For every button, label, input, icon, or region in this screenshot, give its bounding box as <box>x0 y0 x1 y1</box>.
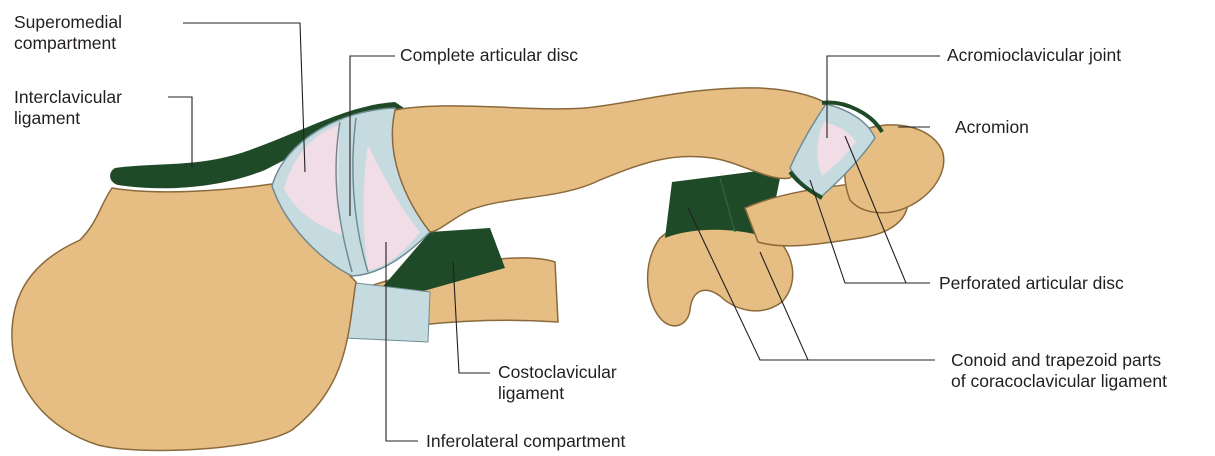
label-acromion: Acromion <box>955 117 1029 138</box>
label-conoid-line1: Conoid and trapezoid parts <box>951 350 1167 371</box>
label-conoid-trapezoid: Conoid and trapezoid parts of coracoclav… <box>951 350 1167 392</box>
label-perforated-articular-disc: Perforated articular disc <box>939 273 1124 294</box>
label-costoclavicular-line2: ligament <box>498 383 617 404</box>
label-interclavicular-ligament: Interclavicular ligament <box>14 87 122 129</box>
label-conoid-line2: of coracoclavicular ligament <box>951 371 1167 392</box>
label-superomedial-line1: Superomedial <box>14 12 122 33</box>
label-costoclavicular-ligament: Costoclavicular ligament <box>498 362 617 404</box>
label-inferolateral-compartment: Inferolateral compartment <box>426 431 625 452</box>
label-acromioclavicular-joint: Acromioclavicular joint <box>947 45 1121 66</box>
label-costoclavicular-line1: Costoclavicular <box>498 362 617 383</box>
label-interclavicular-line1: Interclavicular <box>14 87 122 108</box>
label-interclavicular-line2: ligament <box>14 108 122 129</box>
label-superomedial-compartment: Superomedial compartment <box>14 12 122 54</box>
label-complete-articular-disc: Complete articular disc <box>400 45 578 66</box>
costal-cartilage <box>345 282 430 342</box>
label-superomedial-line2: compartment <box>14 33 122 54</box>
